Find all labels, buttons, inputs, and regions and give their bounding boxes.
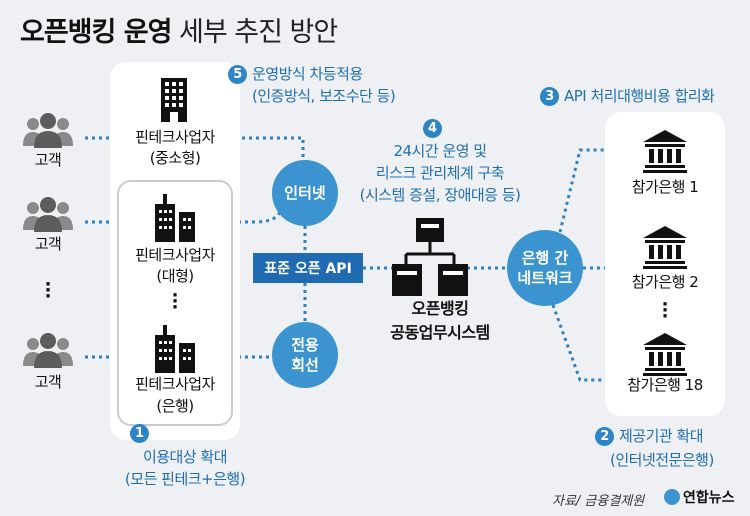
network-system-icon xyxy=(392,218,468,296)
point-5-detail: (인증방식, 보조수단 등) xyxy=(252,87,396,105)
point-4-badge: 4 xyxy=(423,118,447,138)
large-fintech-group xyxy=(117,180,233,426)
point-4-line1: 24시간 운영 및 xyxy=(393,142,487,160)
fintech-type: (은행) xyxy=(156,397,194,415)
city-buildings-icon xyxy=(155,325,195,373)
fintech-panel xyxy=(110,62,240,440)
customer-icon xyxy=(23,197,73,232)
customer-label: 고객 xyxy=(34,235,62,253)
bank-icon xyxy=(643,130,687,173)
point-2-detail: (인터넷전문은행) xyxy=(610,451,714,469)
point-1-title: 이용대상 확대 xyxy=(142,448,228,466)
fintech-name: 핀테크사업자 xyxy=(135,246,215,264)
more-dots: ··· xyxy=(44,274,52,307)
customer-label: 고객 xyxy=(34,373,62,391)
office-building-icon xyxy=(161,78,187,122)
source-text: 자료/ 금융결제원 xyxy=(552,494,645,509)
system-name-1: 오픈뱅킹 xyxy=(411,299,469,318)
internet-node: 인터넷 xyxy=(272,160,338,226)
bank-label: 참가은행 18 xyxy=(627,376,703,394)
bank-label: 참가은행 2 xyxy=(631,273,699,291)
point-1-badge: 1 xyxy=(130,423,154,443)
fintech-type: (대형) xyxy=(156,267,194,285)
fintech-type: (중소형) xyxy=(149,149,201,167)
fintech-name: 핀테크사업자 xyxy=(135,375,215,393)
fintech-name: 핀테크사업자 xyxy=(135,128,215,146)
customer-icon xyxy=(23,333,73,368)
customer-label: 고객 xyxy=(34,151,62,169)
more-dots: ··· xyxy=(661,294,669,327)
bank-icon xyxy=(643,333,687,376)
system-name-2: 공동업무시스템 xyxy=(390,323,490,342)
point-4-line2: 리스크 관리체계 구축 xyxy=(375,164,505,182)
customer-icon xyxy=(23,113,73,148)
bank-label: 참가은행 1 xyxy=(631,178,699,196)
yonhap-logo: 연합뉴스 xyxy=(664,487,735,507)
bank-icon xyxy=(643,226,687,269)
logo-icon xyxy=(664,489,680,505)
standard-open-api: 표준 오픈 API xyxy=(253,253,363,283)
page-title: 오픈뱅킹 운영 세부 추진 방안 xyxy=(20,17,338,48)
city-buildings-icon xyxy=(155,194,195,242)
point-1-detail: (모든 핀테크+은행) xyxy=(124,470,246,488)
point-4-line3: (시스템 증설, 장애대응 등) xyxy=(359,186,521,204)
more-dots: ··· xyxy=(171,285,179,318)
